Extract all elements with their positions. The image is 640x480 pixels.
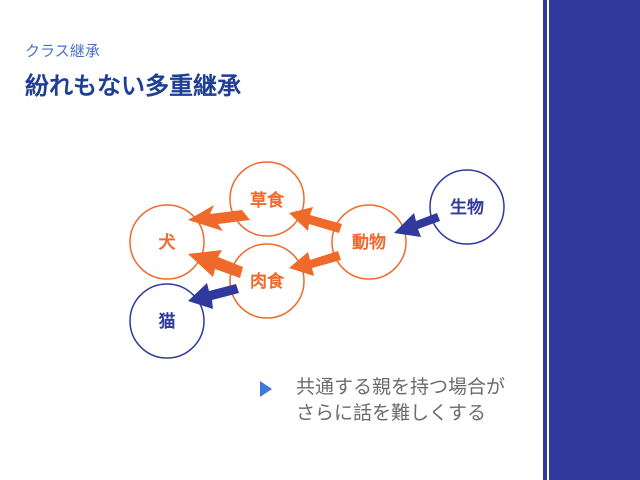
- node-nikusyoku-label: 肉食: [250, 271, 285, 292]
- bullet-text: 共通する親を持つ場合が さらに話を難しくする: [296, 374, 536, 426]
- node-inu-label: 犬: [159, 232, 177, 253]
- triangle-bullet-icon: [260, 381, 272, 397]
- node-neko-circle: [129, 283, 205, 359]
- sidebar-stripe-thin: [543, 0, 547, 480]
- arrow-sousyoku-to-inu: [188, 205, 250, 231]
- node-doubutsu-label: 動物: [352, 232, 386, 253]
- slide-title: 紛れもない多重継承: [25, 72, 241, 100]
- node-sousyoku-circle: [229, 161, 305, 237]
- node-neko-label: 猫: [159, 311, 176, 332]
- node-inu-circle: [129, 204, 205, 280]
- node-nikusyoku-circle: [229, 243, 305, 319]
- node-seibutsu-label: 生物: [450, 197, 484, 218]
- bullet-line-1: 共通する親を持つ場合が: [296, 376, 506, 398]
- bullet-line-2: さらに話を難しくする: [296, 402, 487, 424]
- sidebar-band: [549, 0, 640, 480]
- node-sousyoku-label: 草食: [250, 190, 285, 211]
- arrow-doubutsu-to-nikusyoku: [289, 251, 341, 276]
- node-doubutsu-circle: [331, 204, 407, 280]
- slide-subtitle: クラス継承: [25, 42, 100, 60]
- arrow-seibutsu-to-doubutsu: [394, 213, 440, 237]
- arrow-nikusyoku-to-inu: [188, 250, 243, 278]
- arrow-doubutsu-to-sousyoku: [289, 207, 342, 233]
- arrow-nikusyoku-to-neko: [188, 283, 239, 309]
- node-seibutsu-circle: [429, 169, 505, 245]
